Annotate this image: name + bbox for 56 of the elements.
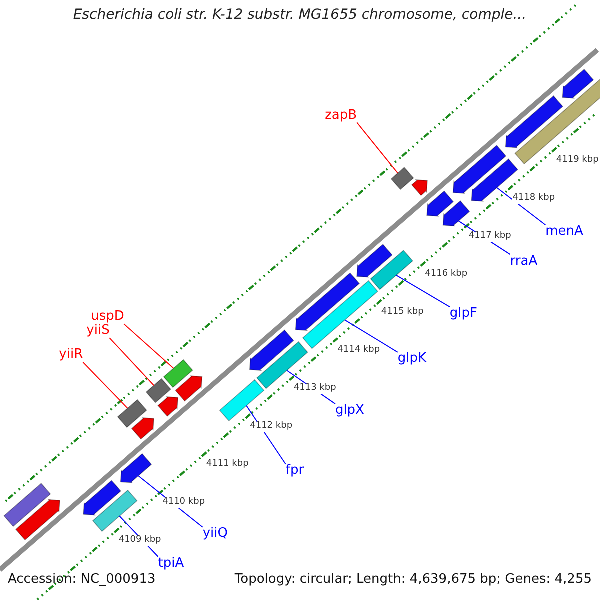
gene-label: yiiS <box>86 324 110 338</box>
gene-label: glpF <box>450 307 478 322</box>
gene-feature <box>562 68 594 99</box>
gene-feature <box>163 359 194 388</box>
scale-label: 4109 kbp <box>118 536 162 546</box>
scale-label: 4112 kbp <box>249 422 294 432</box>
summary-text: Topology: circular; Length: 4,639,675 bp; Genes: 4,255 <box>234 573 592 588</box>
gene-label: yiiR <box>59 348 84 363</box>
accession-text: Accession: NC_000913 <box>8 573 156 588</box>
gene-label: zapB <box>325 108 358 124</box>
scale-label: 4110 kbp <box>162 498 206 508</box>
leader-line <box>356 122 398 174</box>
gene-feature <box>146 378 172 404</box>
gene-feature <box>295 272 360 332</box>
gene-feature <box>120 453 152 484</box>
gene-feature <box>131 418 154 440</box>
leader-line <box>496 187 546 226</box>
gene-feature <box>442 200 470 227</box>
gene-feature <box>15 499 60 541</box>
scale-label: 4114 kbp <box>336 346 382 356</box>
gene-feature <box>452 145 507 194</box>
scale-label: 4111 kbp <box>205 460 250 470</box>
scale-label: 4115 kbp <box>380 308 425 318</box>
gene-label: fpr <box>286 464 304 479</box>
gene-label: uspD <box>91 310 124 324</box>
gene-feature <box>175 376 203 402</box>
gene-label: menA <box>546 225 584 240</box>
gene-feature <box>411 180 428 196</box>
gene-feature <box>4 483 52 528</box>
gene-label: glpX <box>335 404 364 418</box>
leader-line <box>344 320 398 353</box>
scale-label: 4117 kbp <box>468 232 512 242</box>
gene-feature <box>370 250 414 290</box>
gene-feature <box>390 167 414 190</box>
gene-feature <box>83 480 122 516</box>
gene-feature <box>158 396 179 417</box>
map-title: Escherichia coli str. K-12 substr. MG1655 chromosome, comple... <box>72 8 528 24</box>
gene-feature <box>356 244 393 278</box>
gene-feature <box>219 379 265 422</box>
leader-line <box>82 362 128 409</box>
leader-line <box>109 338 155 386</box>
leader-line <box>396 274 450 308</box>
gene-feature <box>117 399 148 428</box>
scale-label: 4118 kbp <box>512 194 556 204</box>
scale-label: 4116 kbp <box>424 270 469 280</box>
leader-line <box>124 324 174 369</box>
gene-label: tpiA <box>158 556 184 572</box>
gene-feature <box>92 490 138 532</box>
scale-label: 4113 kbp <box>292 384 338 394</box>
gene-label: glpK <box>398 352 426 367</box>
gene-label: yiiQ <box>202 527 228 542</box>
gene-feature <box>426 190 454 217</box>
gene-feature <box>505 96 564 148</box>
gene-feature <box>249 330 294 372</box>
gene-label: rraA <box>510 254 538 269</box>
scale-label: 4119 kbp <box>555 156 600 166</box>
